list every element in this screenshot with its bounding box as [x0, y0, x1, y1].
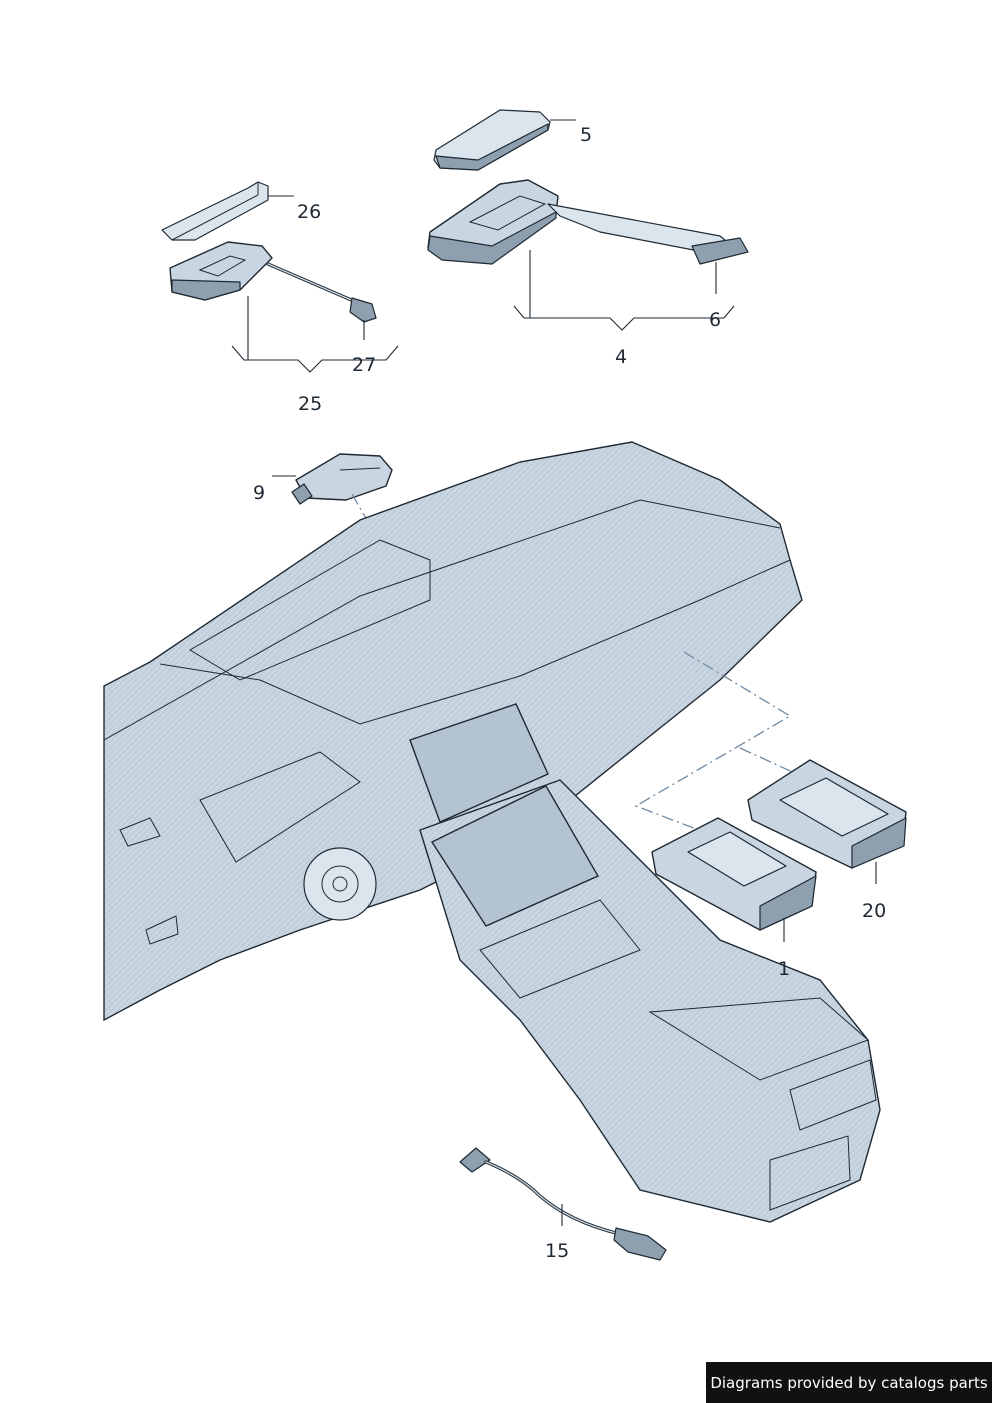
dashboard-assembly	[103, 441, 881, 1223]
part-15-cable	[459, 1147, 667, 1261]
part-9-sensor	[291, 453, 393, 505]
callout-25: 25	[298, 393, 322, 415]
callout-4: 4	[615, 346, 627, 368]
callout-9: 9	[253, 482, 265, 504]
part-20-module	[747, 759, 907, 869]
part-4-assembly	[427, 109, 749, 265]
part-1-module	[651, 817, 817, 931]
leader-lines	[231, 119, 877, 1226]
callout-20: 20	[862, 900, 886, 922]
part-25-assembly	[161, 181, 377, 323]
bracket-26	[161, 181, 269, 241]
callout-5: 5	[580, 124, 592, 146]
lower-screen	[430, 785, 599, 927]
connector-27	[349, 297, 377, 323]
callout-15: 15	[545, 1240, 569, 1262]
upper-screen	[409, 703, 549, 823]
callout-27: 27	[352, 354, 376, 376]
credit-banner: Diagrams provided by catalogs parts	[706, 1362, 992, 1403]
callout-26: 26	[297, 201, 321, 223]
steering-wheel-hub	[303, 847, 377, 921]
callout-1: 1	[778, 958, 790, 980]
callout-6: 6	[709, 309, 721, 331]
connector-6	[691, 237, 749, 265]
